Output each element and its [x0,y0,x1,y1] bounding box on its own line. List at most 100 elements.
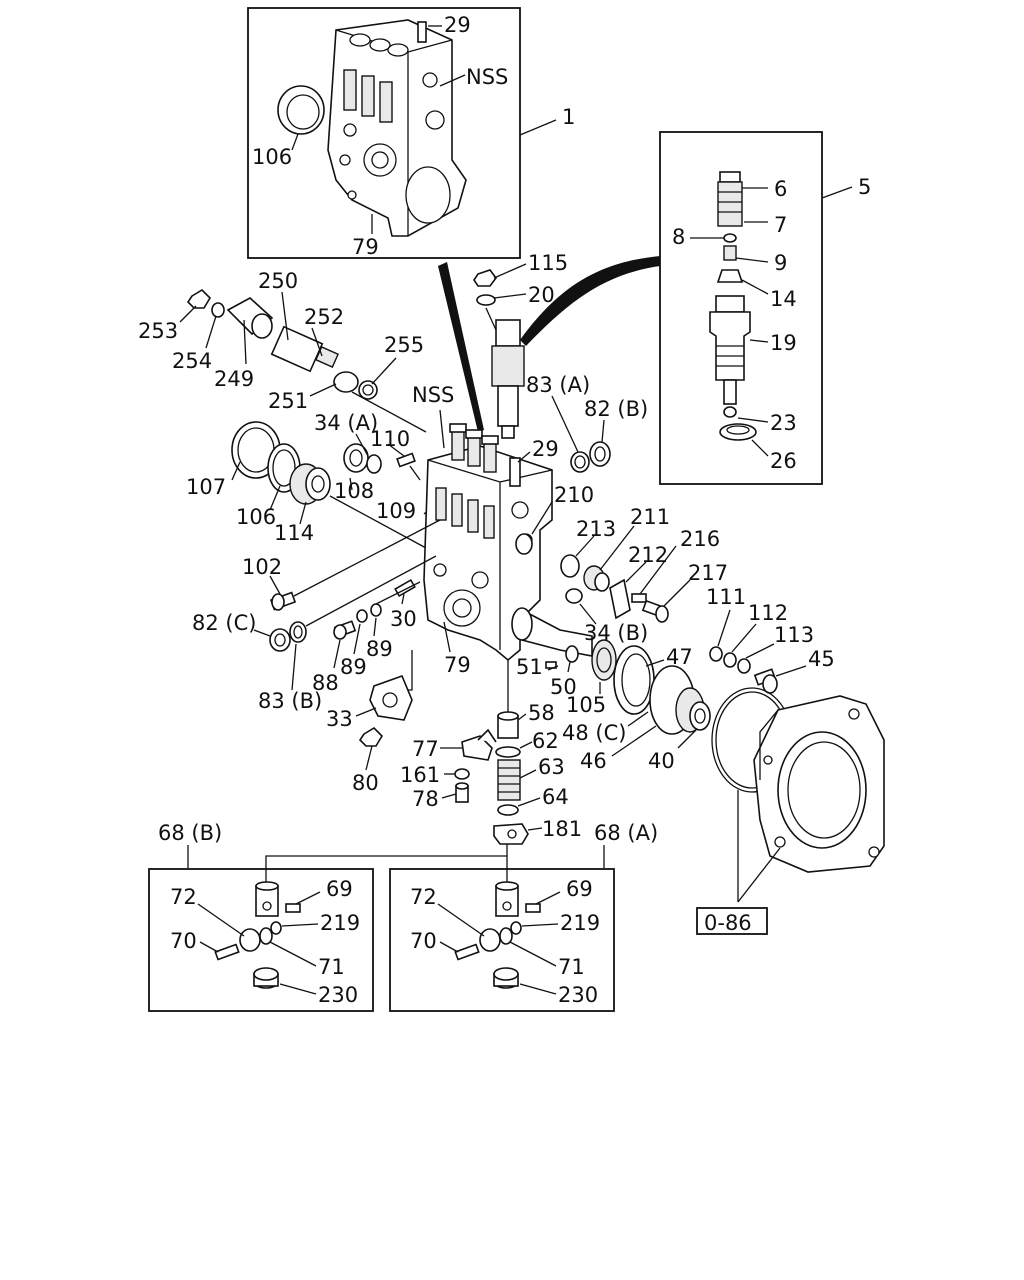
label-216: 216 [680,527,720,551]
drive-shaft [511,607,593,657]
ring-71-a [499,927,513,945]
label-253: 253 [138,319,178,343]
label-219-b: 219 [320,911,360,935]
label-109: 109 [376,499,416,523]
label-110: 110 [370,427,410,451]
label-83a: 83 (A) [526,373,590,397]
label-88: 88 [312,671,339,695]
spring-9 [723,245,737,261]
pin-70-a [454,943,480,961]
label-68a: 68 (A) [594,821,658,845]
label-58: 58 [528,701,555,725]
o-ring-106-inset [277,85,325,135]
label-71-a: 71 [558,955,585,979]
label-230-b: 230 [318,983,358,1007]
barrel-19 [709,295,751,405]
o-ring-255 [358,380,378,400]
label-71-b: 71 [318,955,345,979]
bolt-78 [455,782,469,803]
label-254: 254 [172,349,212,373]
label-106-main: 106 [236,505,276,529]
seat-64 [497,804,519,816]
bushing-230-b [253,967,279,989]
label-nss-main: NSS [412,383,454,407]
label-9: 9 [774,251,787,275]
flyweight-holder-b [255,881,279,917]
label-212: 212 [628,543,668,567]
label-40: 40 [648,749,675,773]
key-51 [545,661,557,669]
plunger-251 [333,371,359,393]
nut-253 [186,288,212,309]
label-217: 217 [688,561,728,585]
label-1: 1 [562,105,575,129]
label-48c: 48 (C) [562,721,626,745]
label-112: 112 [748,601,788,625]
inset-frame-governor-a [389,868,615,1012]
washer-89a [356,609,368,623]
nut-115 [473,269,497,287]
label-79-inset: 79 [352,235,379,259]
clip-219-a [510,921,522,935]
spring-63 [497,759,521,801]
label-252: 252 [304,305,344,329]
label-5: 5 [858,175,871,199]
label-161: 161 [400,763,440,787]
label-0-86: 0-86 [704,911,752,935]
nut-80 [358,726,384,747]
bolt-88 [333,620,357,640]
washer-62 [495,746,521,758]
pin-110 [396,452,416,468]
label-68b: 68 (B) [158,821,222,845]
gasket-23 [723,406,737,418]
clip-219-b [270,921,282,935]
frame-connector [265,855,508,883]
label-19: 19 [770,331,797,355]
pin-69-a [525,903,541,913]
label-45: 45 [808,647,835,671]
label-70-a: 70 [410,929,437,953]
washer-161 [454,768,470,780]
label-82b: 82 (B) [584,397,648,421]
label-102: 102 [242,555,282,579]
label-107: 107 [186,475,226,499]
plate-181 [493,823,529,845]
lever-77 [461,728,497,761]
label-29-inset: 29 [444,13,471,37]
label-115: 115 [528,251,568,275]
label-72-b: 72 [170,885,197,909]
inset-frame-pump-housing [247,7,521,259]
label-80: 80 [352,771,379,795]
pin-69-b [285,903,301,913]
label-29-main: 29 [532,437,559,461]
o-ring-83b [289,621,307,643]
label-230-a: 230 [558,983,598,1007]
label-69-a: 69 [566,877,593,901]
stud-29-inset [417,21,427,43]
label-33: 33 [326,707,353,731]
inset-pointer-curve [520,256,660,346]
pin-70-b [214,943,240,961]
label-34b: 34 (B) [584,621,648,645]
label-46: 46 [580,749,607,773]
gasket-47 [613,645,655,715]
label-249: 249 [214,367,254,391]
label-255: 255 [384,333,424,357]
label-105: 105 [566,693,606,717]
label-82c: 82 (C) [192,611,256,635]
inset-frame-delivery-valve [659,131,823,485]
plug-82b [589,441,611,467]
label-106-inset: 106 [252,145,292,169]
bolt-102 [269,591,297,611]
label-7: 7 [774,213,787,237]
label-83b: 83 (B) [258,689,322,713]
label-6: 6 [774,177,787,201]
gear-105 [591,639,617,681]
label-30: 30 [390,607,417,631]
label-250: 250 [258,269,298,293]
label-89-lower: 89 [340,655,367,679]
plug-82c [269,628,291,652]
delivery-holder-main [491,319,525,439]
inset-pointer-wedge [438,262,484,432]
